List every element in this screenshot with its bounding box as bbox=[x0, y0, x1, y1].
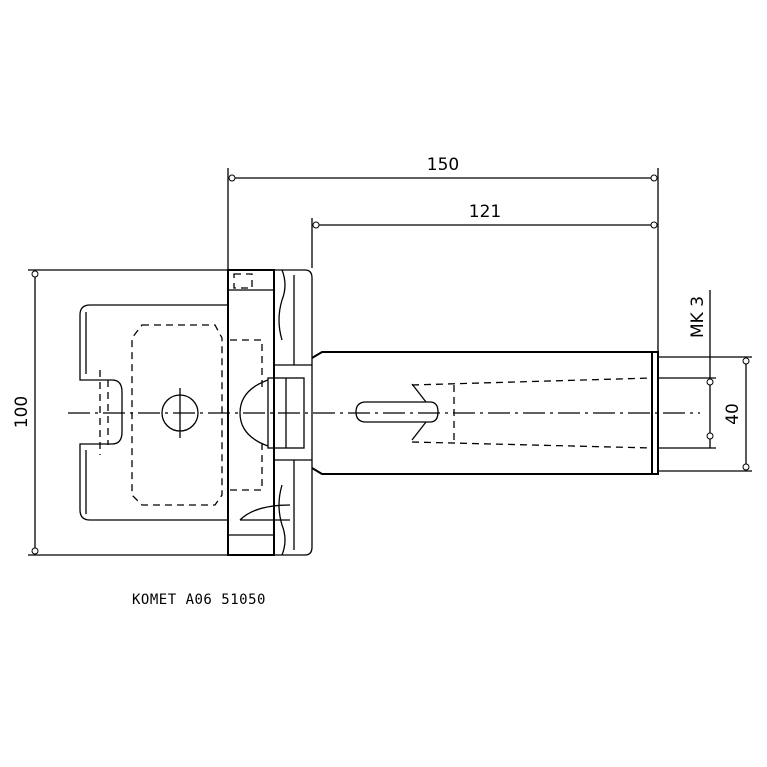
dimension-taper-mk3: MK 3 bbox=[658, 290, 716, 449]
dimension-overall-length: 150 bbox=[227, 155, 659, 358]
dimension-label-121: 121 bbox=[469, 202, 501, 222]
collar bbox=[274, 269, 313, 556]
dimension-shank-diameter: 40 bbox=[658, 356, 752, 472]
dimension-label-100: 100 bbox=[12, 396, 32, 428]
coupling-head bbox=[79, 304, 263, 521]
dimension-flange-height: 100 bbox=[12, 269, 228, 556]
dimension-label-150: 150 bbox=[427, 155, 459, 175]
drawing-caption: KOMET A06 51050 bbox=[132, 592, 266, 608]
dimension-label-mk3: MK 3 bbox=[688, 296, 708, 338]
dimension-label-40: 40 bbox=[723, 403, 743, 425]
dimension-shank-length: 121 bbox=[311, 202, 658, 268]
